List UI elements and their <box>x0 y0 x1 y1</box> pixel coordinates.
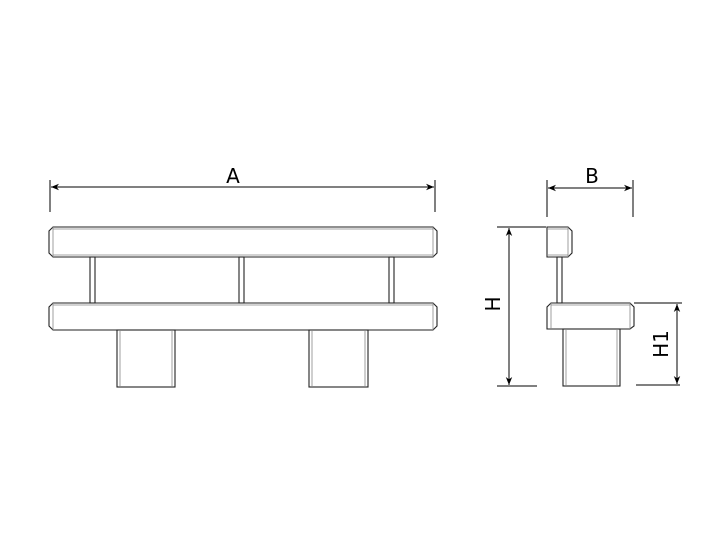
seat-side <box>546 302 635 330</box>
dimension-label-h: H <box>481 296 505 311</box>
backrest-post-side <box>556 256 563 304</box>
backrest-posts <box>89 256 395 304</box>
backrest-side <box>546 226 573 258</box>
leg-side <box>562 328 621 387</box>
front-view: A <box>48 164 438 388</box>
dimension-a: A <box>49 164 436 212</box>
backrest-front <box>48 226 438 258</box>
dimension-b: B <box>546 164 634 217</box>
legs-front <box>116 329 369 388</box>
dimension-h1: H1 <box>634 302 682 386</box>
side-view: B H H1 <box>481 164 682 387</box>
dimension-label-a: A <box>226 164 240 188</box>
seat-front <box>48 302 438 331</box>
dimension-label-h1: H1 <box>649 330 673 358</box>
dimension-label-b: B <box>585 164 599 188</box>
dimension-h: H <box>481 226 546 387</box>
